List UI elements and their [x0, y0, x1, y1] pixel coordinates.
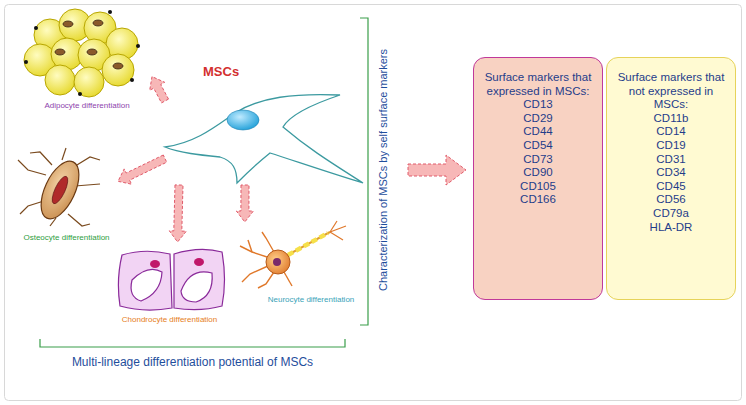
dashed-arrow	[118, 155, 167, 184]
cell-body	[33, 156, 86, 225]
dendrite	[242, 266, 268, 282]
box-heading: Surface markers that not expressed in MS…	[613, 71, 729, 112]
marker-name: CD29	[523, 112, 552, 126]
marker-name: CD31	[656, 153, 685, 167]
lineage-label: Chondrocyte differentiation	[112, 315, 227, 324]
cell-node: Chondrocyte differentiation	[112, 242, 227, 327]
dendrite	[18, 160, 46, 175]
nucleus	[194, 258, 204, 266]
adipocyte-dots	[24, 10, 140, 96]
marker-name: CD34	[656, 166, 685, 180]
nucleus	[227, 110, 259, 130]
fat-cell	[102, 54, 134, 86]
lacuna	[131, 269, 162, 301]
terminal	[330, 221, 337, 232]
marker-box: Surface markers that not expressed in MS…	[606, 57, 736, 300]
dendrites	[240, 232, 292, 288]
nucleus	[87, 49, 97, 55]
lineage-label: Adipocyte differentiation	[30, 101, 144, 110]
marker-name: CD14	[656, 125, 685, 139]
cell-node: Neurocyte differentiation	[228, 222, 368, 310]
bracket	[40, 339, 345, 347]
osteocyte	[18, 148, 100, 226]
cell-body	[118, 251, 172, 310]
lineage-label: Osteocyte differentiation	[15, 233, 118, 242]
fat-cell	[45, 65, 75, 95]
dot	[34, 26, 38, 30]
dendrite	[30, 152, 52, 165]
nucleus	[150, 260, 160, 268]
marker-name: CD79a	[653, 207, 689, 221]
marker-name: CD73	[523, 153, 552, 167]
cell-body	[174, 249, 225, 309]
fat-cell	[74, 67, 104, 97]
dendrite	[284, 272, 292, 286]
nucleus	[113, 63, 123, 69]
marker-name: CD166	[520, 193, 556, 207]
block-arrow	[408, 155, 466, 185]
terminals	[330, 221, 346, 240]
chondrocyte	[118, 249, 224, 310]
nucleus	[49, 174, 71, 205]
dashed-arrow	[236, 185, 253, 222]
marker-name: CD90	[523, 166, 552, 180]
side-caption: Characterization of MSCs by self surface…	[375, 20, 391, 320]
dendrites	[18, 148, 100, 226]
cell-node: Osteocyte differentiation	[15, 150, 118, 245]
axon	[286, 232, 330, 256]
dot	[108, 10, 112, 14]
dot	[136, 44, 140, 48]
nucleus	[93, 20, 103, 26]
dendrite	[258, 272, 274, 288]
dot	[130, 78, 134, 82]
cell-body	[266, 250, 290, 274]
marker-name: CD44	[523, 125, 552, 139]
marker-name: CD19	[656, 139, 685, 153]
marker-name: CD54	[523, 139, 552, 153]
lineage-label: Neurocyte differentiation	[254, 295, 368, 304]
neurocyte	[240, 221, 346, 288]
nucleus	[63, 21, 73, 27]
marker-box: Surface markers that expressed in MSCs:C…	[473, 57, 603, 300]
myelin	[288, 233, 328, 255]
dendrite	[68, 214, 90, 226]
cell-body	[165, 95, 363, 183]
dot	[24, 60, 28, 64]
marker-name: HLA-DR	[650, 221, 693, 235]
marker-name: CD13	[523, 98, 552, 112]
nucleus	[55, 49, 65, 55]
dashed-arrow	[150, 77, 169, 103]
marker-name: CD45	[656, 180, 685, 194]
dendrite	[248, 240, 252, 252]
bracket	[360, 18, 368, 325]
cell-node: MSCs	[165, 65, 365, 185]
dashed-arrow	[169, 185, 186, 242]
lacuna	[181, 272, 212, 302]
dendrite	[75, 184, 100, 186]
dendrite	[62, 148, 66, 160]
marker-name: CD11b	[654, 112, 689, 126]
cell-title: MSCs	[203, 65, 263, 80]
cell-node: Adipocyte differentiation	[22, 8, 152, 112]
adipocyte-cluster	[24, 9, 138, 97]
dendrite	[262, 232, 274, 252]
bottom-caption: Multi-lineage differentiation potential …	[40, 354, 345, 370]
terminal	[330, 232, 343, 240]
nucleus	[273, 258, 281, 266]
frame	[5, 5, 742, 401]
msc-cell	[165, 95, 363, 183]
dot	[78, 92, 82, 96]
dendrite	[240, 246, 270, 258]
marker-name: CD105	[520, 180, 556, 194]
box-heading: Surface markers that expressed in MSCs:	[480, 71, 596, 98]
marker-name: CD56	[656, 193, 685, 207]
adipocyte-nuclei	[55, 20, 123, 69]
